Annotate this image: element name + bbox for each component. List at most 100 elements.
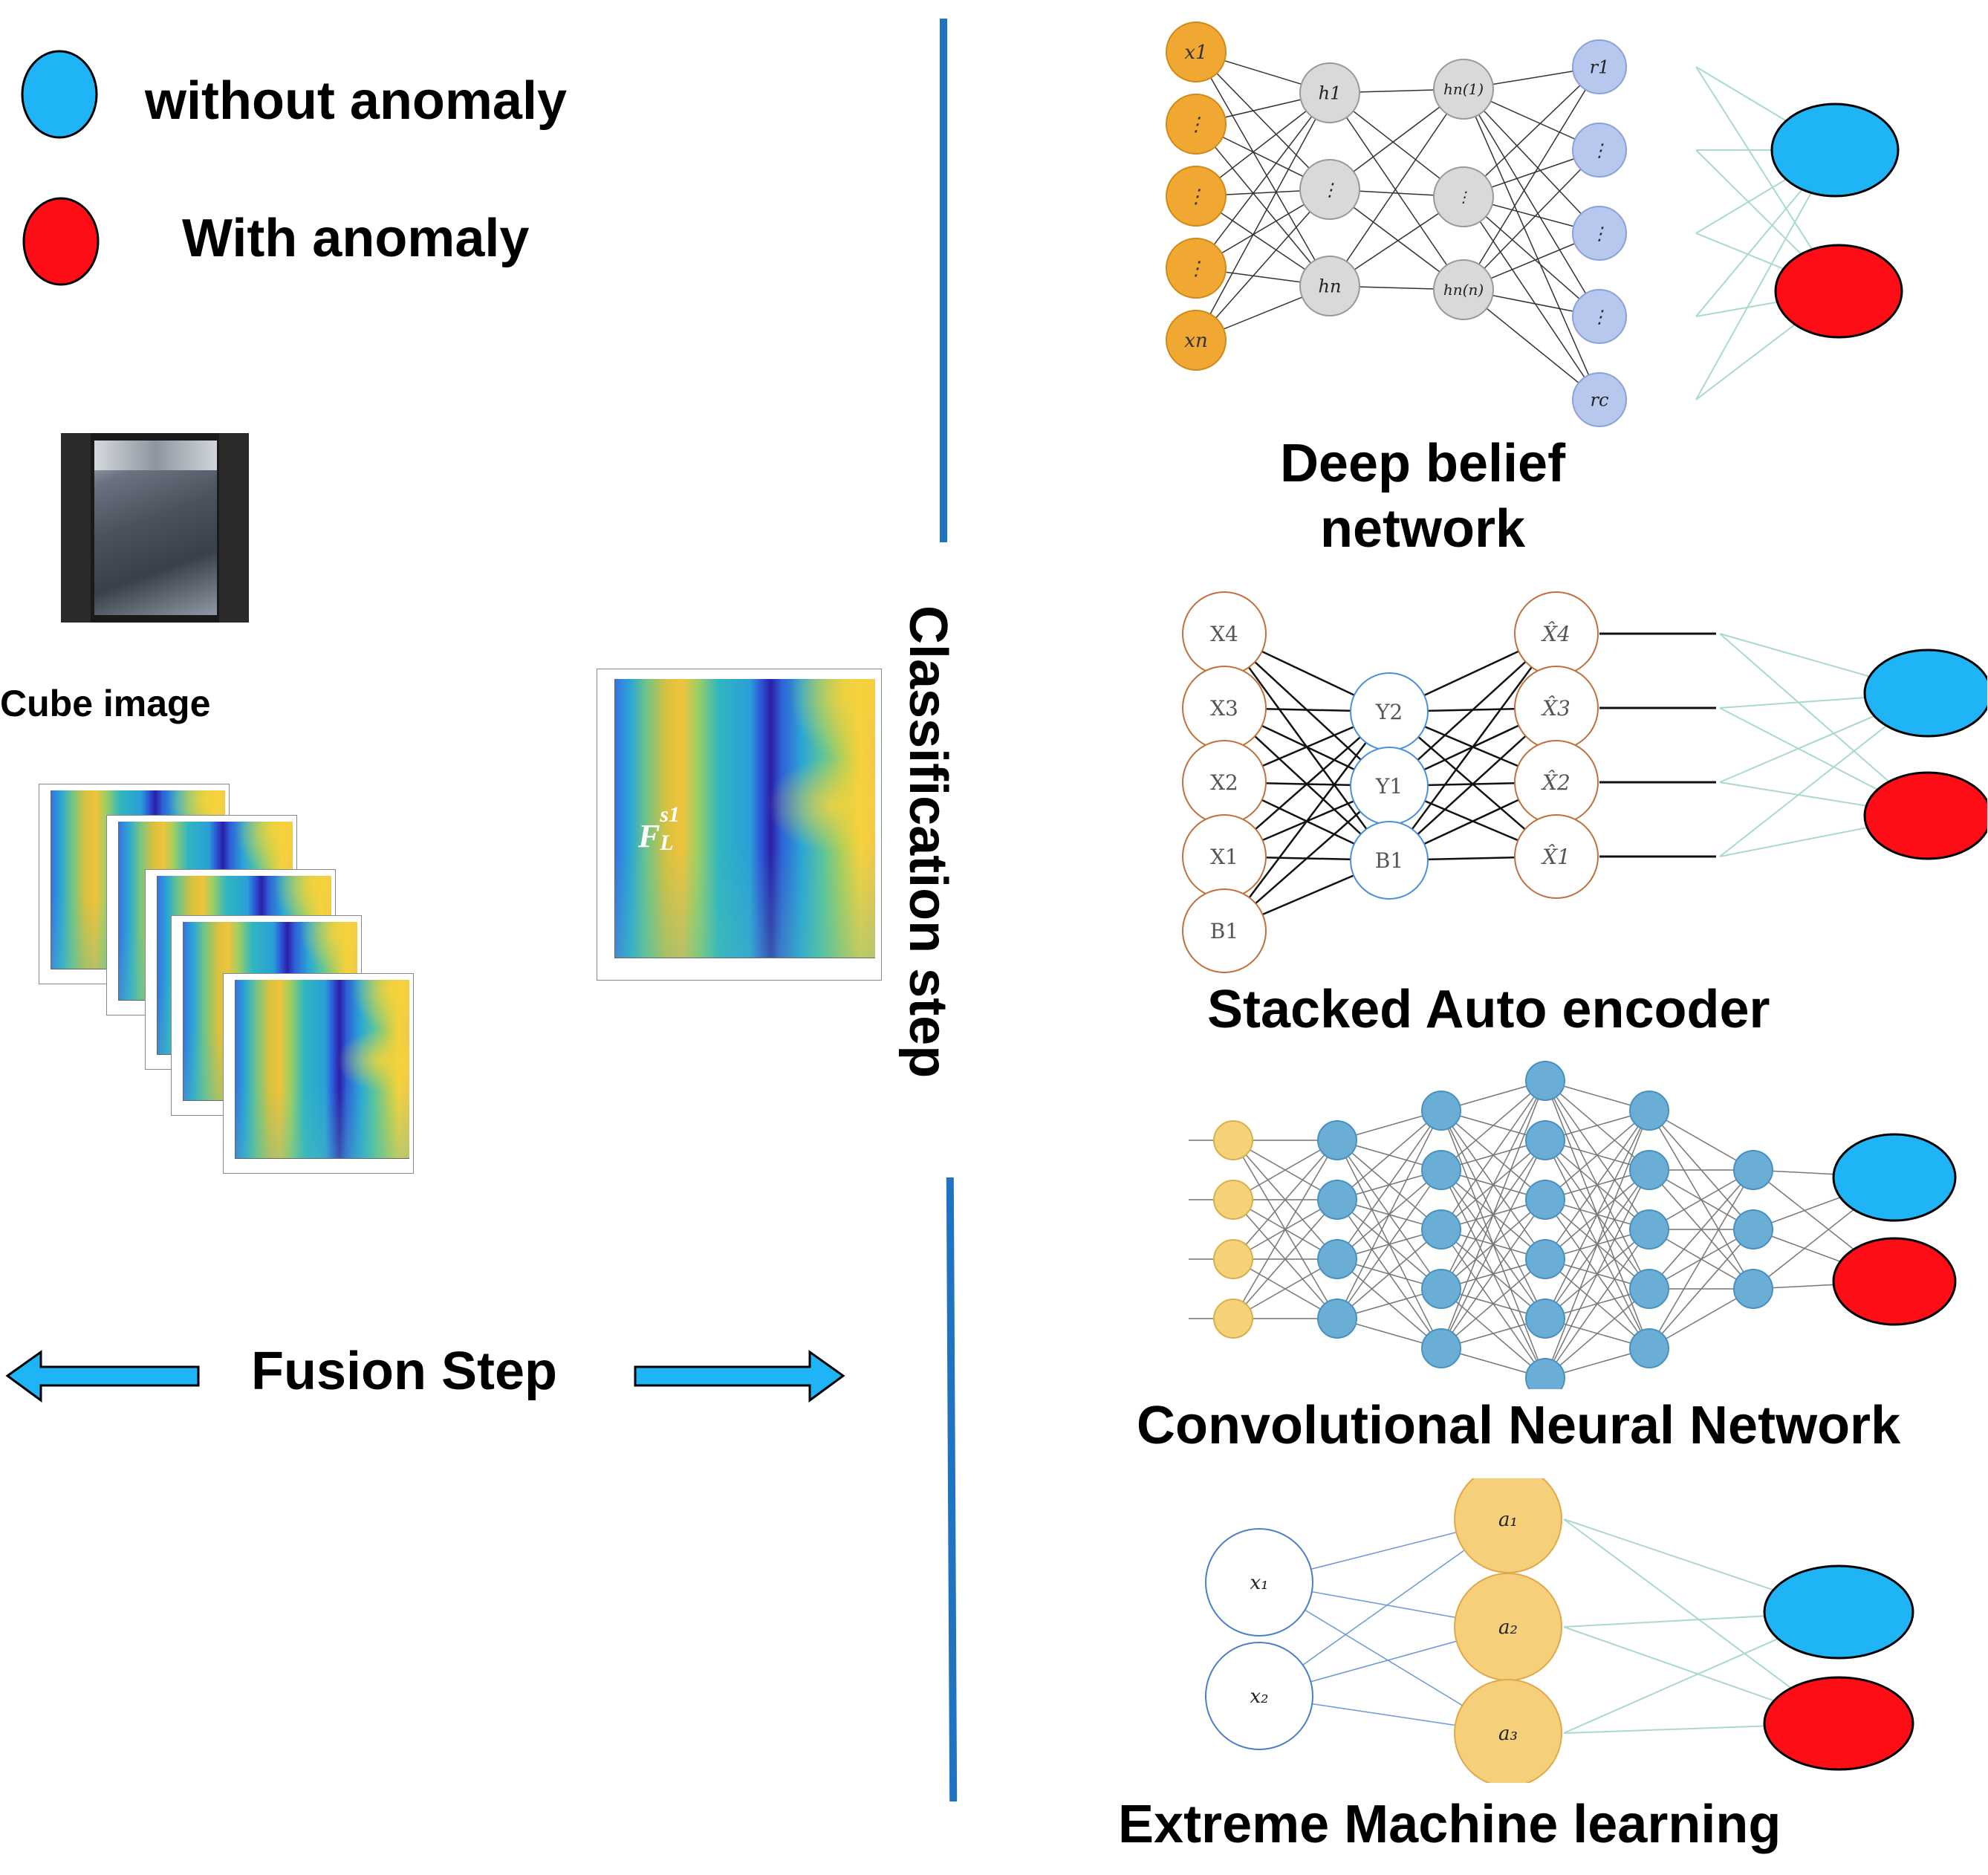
- legend-with-marker: [22, 197, 100, 286]
- cnn-hidden-node: [1525, 1299, 1565, 1339]
- class-with-anomaly-node: [1774, 244, 1903, 339]
- sae-hidden-node: [1350, 821, 1429, 900]
- dbn-output-node-label: ⋮: [1591, 306, 1608, 327]
- class-without-anomaly-node: [1763, 1564, 1914, 1660]
- dbn-hidden1-node: [1299, 256, 1360, 316]
- cnn-edge: [1648, 1169, 1754, 1290]
- divider-bottom: [946, 1177, 958, 1802]
- cnn-hidden-node: [1525, 1061, 1565, 1101]
- sae-output-node-label: X̂3: [1541, 696, 1570, 721]
- fusion-left-arrow: [5, 1350, 200, 1403]
- cube-image-label: Cube image: [0, 683, 211, 724]
- cnn-diagram: [1189, 1061, 1957, 1389]
- class-without-anomaly-node: [1832, 1133, 1957, 1222]
- class-with-anomaly-node: [1863, 771, 1987, 860]
- dbn-edge: [1463, 88, 1600, 234]
- cnn-edge: [1440, 1080, 1546, 1230]
- sae-input-node: [1182, 888, 1267, 973]
- cnn-hidden-node: [1525, 1180, 1565, 1220]
- cnn-input-node: [1213, 1120, 1253, 1160]
- legend-without-marker: [21, 50, 98, 139]
- class-with-anomaly-node: [1763, 1676, 1914, 1771]
- cnn-hidden-node: [1525, 1120, 1565, 1160]
- dbn-edge: [1195, 189, 1331, 341]
- cnn-hidden-node: [1733, 1269, 1773, 1309]
- dbn-hidden1-node: [1299, 62, 1360, 123]
- divider-top: [940, 19, 947, 542]
- legend-without-label: without anomaly: [145, 71, 568, 131]
- cnn-edge: [1440, 1140, 1546, 1349]
- dbn-output-node: [1572, 372, 1627, 427]
- cnn-hidden-node: [1421, 1150, 1461, 1190]
- dbn-edge: [1463, 149, 1600, 290]
- sae-edge: [1388, 633, 1558, 861]
- dbn-hidden2-node: [1433, 59, 1494, 120]
- sae-input-node-label: X2: [1210, 770, 1238, 795]
- elm-hidden-node-label: a₂: [1498, 1616, 1518, 1639]
- dbn-output-node: [1572, 206, 1627, 261]
- dbn-edge: [1195, 92, 1331, 269]
- cnn-edge: [1232, 1199, 1338, 1319]
- dbn-output-node: [1572, 123, 1627, 178]
- cnn-edge: [1336, 1110, 1442, 1319]
- dbn-hidden2-node-label: hn(n): [1443, 281, 1484, 299]
- elm-hidden-node: [1454, 1679, 1562, 1783]
- cnn-edge: [1440, 1258, 1546, 1349]
- cnn-edge: [1232, 1140, 1338, 1319]
- cnn-edge: [1336, 1229, 1442, 1319]
- dbn-edge: [1463, 88, 1600, 400]
- classification-step-label: Classification step: [898, 605, 958, 1079]
- dbn-title-line2: network: [1319, 499, 1526, 559]
- dbn-output-node: [1572, 289, 1627, 344]
- dbn-hidden1-node-label: h1: [1319, 82, 1342, 103]
- cnn-hidden-node: [1317, 1120, 1357, 1160]
- dbn-hidden1-node: [1299, 159, 1360, 220]
- cnn-edge: [1336, 1169, 1442, 1319]
- dbn-edge: [1195, 123, 1331, 287]
- dbn-edge: [1329, 88, 1464, 287]
- cnn-hidden-node: [1629, 1269, 1669, 1309]
- cnn-edge: [1544, 1229, 1650, 1379]
- cube-photo: [61, 433, 249, 623]
- dbn-edge: [1195, 51, 1331, 190]
- sae-hidden-node-label: B1: [1375, 848, 1403, 873]
- cnn-hidden-node: [1629, 1328, 1669, 1368]
- dbn-edge: [1195, 51, 1331, 287]
- dbn-output-node-label: ⋮: [1591, 223, 1608, 244]
- dbn-edge: [1195, 92, 1331, 341]
- sae-output-node-label: X̂1: [1541, 845, 1570, 869]
- elm-input-node-label: x₁: [1250, 1572, 1268, 1594]
- cnn-input-node: [1213, 1299, 1253, 1339]
- cnn-hidden-node: [1733, 1209, 1773, 1250]
- dbn-hidden2-node-label: ⋮: [1456, 188, 1471, 206]
- cnn-edge: [1336, 1110, 1442, 1260]
- sae-input-node-label: X1: [1210, 845, 1238, 869]
- cnn-edge: [1336, 1110, 1442, 1200]
- dbn-edge: [1463, 196, 1600, 400]
- dbn-edge: [1463, 66, 1600, 290]
- cnn-edge: [1544, 1110, 1650, 1319]
- feature-label-main: F: [638, 818, 660, 854]
- elm-title: Extreme Machine learning: [1118, 1795, 1781, 1854]
- cnn-edge: [1544, 1110, 1650, 1200]
- cnn-hidden-node: [1317, 1299, 1357, 1339]
- cnn-hidden-node: [1629, 1209, 1669, 1250]
- sae-output-node-label: X̂4: [1541, 622, 1570, 646]
- cnn-hidden-node: [1421, 1328, 1461, 1368]
- cnn-hidden-node: [1421, 1269, 1461, 1309]
- dbn-edge: [1329, 92, 1464, 290]
- dbn-input-node: [1166, 310, 1227, 371]
- dbn-input-node-label: x1: [1184, 42, 1207, 64]
- cnn-edge: [1232, 1140, 1338, 1260]
- cnn-hidden-node: [1629, 1150, 1669, 1190]
- cnn-hidden-node: [1525, 1358, 1565, 1389]
- dbn-edge: [1463, 66, 1600, 198]
- feature-label-sub: L: [660, 831, 674, 855]
- cnn-edge: [1544, 1110, 1650, 1379]
- dbn-output-node: [1572, 39, 1627, 94]
- cnn-edge: [1544, 1288, 1650, 1379]
